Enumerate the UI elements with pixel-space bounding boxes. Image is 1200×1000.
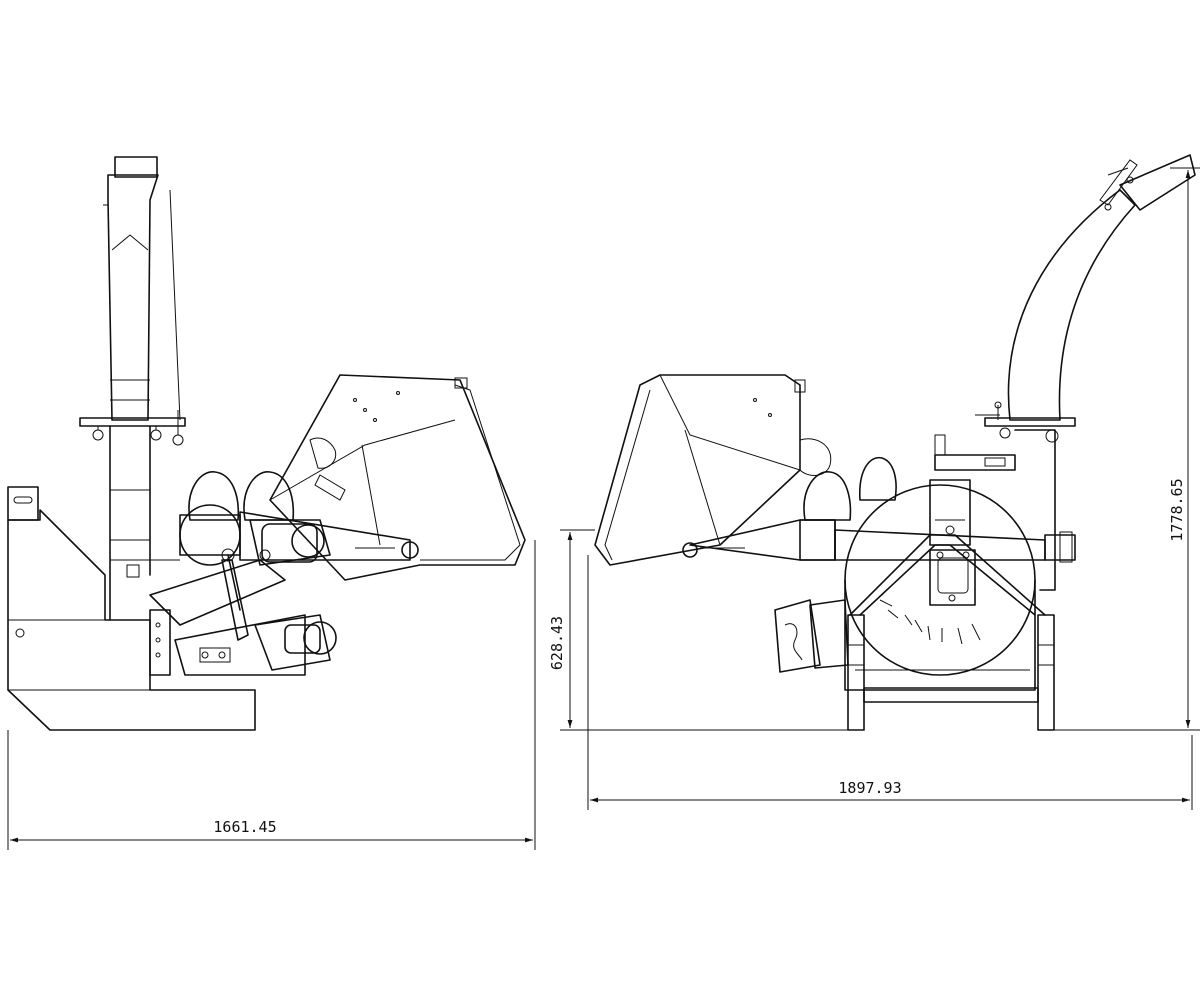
side-view [7, 156, 526, 731]
rear-view [594, 154, 1196, 731]
chute-cap [114, 156, 158, 178]
dim-right-width: 1897.93 [838, 779, 901, 797]
chute-flange-right [984, 417, 1076, 427]
right-leg [1037, 614, 1055, 731]
left-leg [847, 614, 865, 731]
discharge-chute [107, 174, 159, 421]
dim-left-width: 1661.45 [213, 818, 276, 836]
dimension-lines [7, 167, 1200, 850]
dim-overall-height: 1778.65 [1168, 478, 1186, 541]
chute-flange [79, 417, 186, 427]
dim-infeed-height: 628.43 [548, 616, 566, 670]
infeed-hopper [269, 374, 526, 581]
frame-bracket [7, 486, 39, 521]
discharge-chute-curved [1007, 189, 1136, 421]
hitch-frame [849, 534, 1046, 616]
